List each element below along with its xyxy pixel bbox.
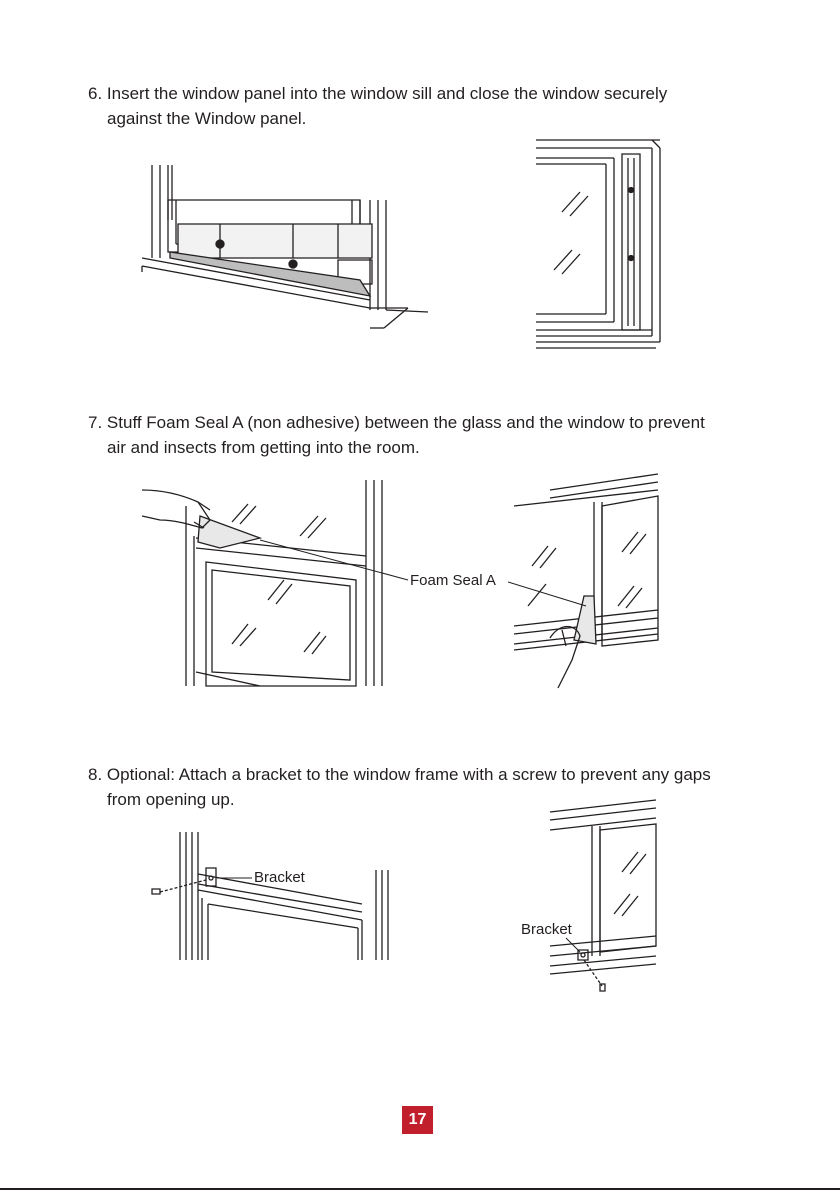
step-8-bracket-right-illustration: [546, 796, 662, 996]
bracket-left-label: Bracket: [254, 869, 305, 886]
step-6-line2: against the Window panel.: [107, 109, 307, 128]
step-7-number: 7.: [88, 413, 103, 432]
step-7-foam-stuffing-right-illustration: [510, 470, 660, 694]
step-6-side-view-illustration: [532, 136, 664, 350]
bottom-divider: [0, 1188, 840, 1190]
step-7-instruction: 7. Stuff Foam Seal A (non adhesive) betw…: [88, 410, 788, 460]
bracket-right-label: Bracket: [521, 921, 572, 938]
step-7-line2: air and insects from getting into the ro…: [107, 438, 420, 457]
foam-seal-a-label: Foam Seal A: [410, 572, 496, 589]
step-6-instruction: 6. Insert the window panel into the wind…: [88, 81, 788, 131]
step-7-foam-stuffing-left-illustration: [140, 476, 396, 688]
step-8-number: 8.: [88, 765, 103, 784]
step-7-line1: Stuff Foam Seal A (non adhesive) between…: [106, 413, 705, 432]
step-8-line2: from opening up.: [107, 790, 235, 809]
step-8-line1: Optional: Attach a bracket to the window…: [106, 765, 711, 784]
page-number-badge: 17: [402, 1106, 433, 1134]
step-6-window-sill-illustration: [138, 160, 438, 335]
step-6-line1: Insert the window panel into the window …: [106, 84, 668, 103]
step-8-instruction: 8. Optional: Attach a bracket to the win…: [88, 762, 788, 812]
step-8-bracket-left-illustration: [150, 828, 400, 964]
step-6-number: 6.: [88, 84, 103, 103]
